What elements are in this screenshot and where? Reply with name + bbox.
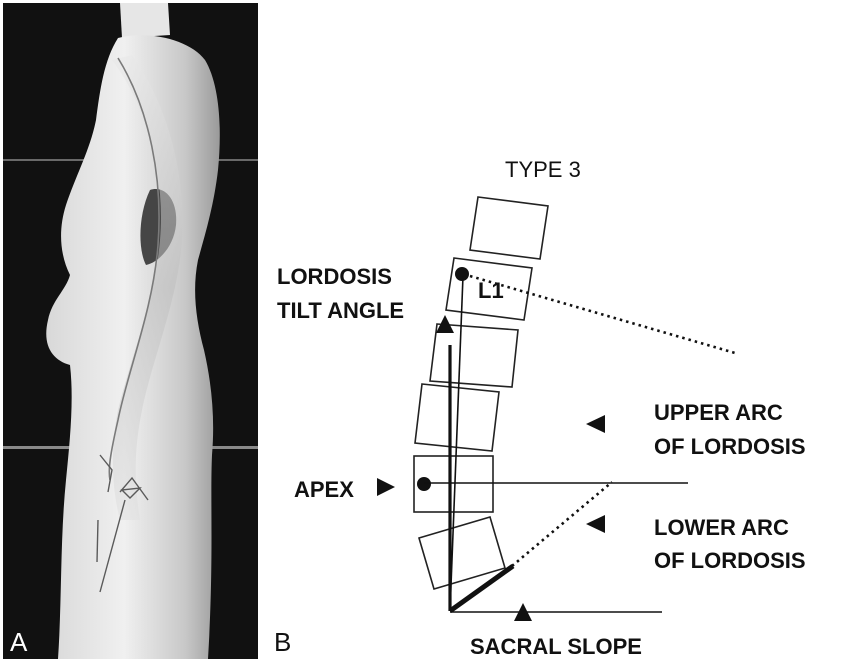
apex-label: APEX	[294, 477, 354, 502]
l1-endplate-dot	[455, 267, 469, 281]
lower-arc-label-line2: OF LORDOSIS	[654, 548, 806, 573]
lower-arc-label-line1: LOWER ARC	[654, 515, 789, 540]
lower-arc-arrowhead	[586, 515, 605, 533]
lordosis-tilt-angle-label-line1: LORDOSIS	[277, 264, 392, 289]
upper-arc-label-line2: OF LORDOSIS	[654, 434, 806, 459]
vertebra-boxes	[413, 196, 549, 590]
panel-a-letter: A	[10, 627, 28, 657]
diagram-title: TYPE 3	[505, 157, 581, 182]
panel-a-radiograph: A	[3, 3, 258, 660]
xray-spine-shading	[112, 55, 183, 520]
xray-spine-trace-line	[108, 57, 160, 481]
lordosis-tilt-angle-label-line2: TILT ANGLE	[277, 298, 404, 323]
vertebra-l5	[418, 516, 506, 590]
upper-arc-arrowhead	[586, 415, 605, 433]
panel-b-diagram: TYPE 3 L1 LORDOSIS	[274, 157, 806, 659]
panel-b-letter: B	[274, 627, 291, 657]
tilt-angle-arrowhead	[436, 315, 454, 333]
sacral-slope-label: SACRAL SLOPE	[470, 634, 642, 659]
vertebra-l2	[429, 323, 519, 388]
sacral-endplate-line	[448, 563, 515, 614]
lower-arc-dotted-line	[511, 481, 613, 567]
upper-arc-dotted-line	[469, 274, 736, 355]
xray-pelvis-lines	[96, 454, 149, 593]
lordosis-tilt-line	[449, 275, 464, 612]
upper-arc-label-line1: UPPER ARC	[654, 400, 783, 425]
sacral-slope-arrowhead	[514, 603, 532, 621]
apex-arrowhead	[377, 478, 395, 496]
apex-dot	[417, 477, 431, 491]
xray-neck	[120, 3, 170, 38]
vertebra-t12	[469, 196, 549, 260]
